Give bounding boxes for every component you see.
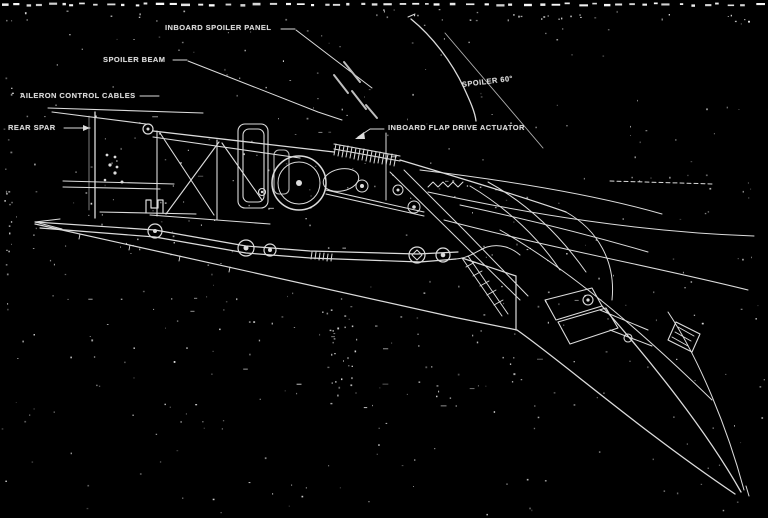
access-panels: [237, 123, 290, 209]
rivet-dots: [103, 153, 124, 184]
label-rear-spar: REAR SPAR: [8, 123, 56, 132]
cable-fan: [419, 169, 755, 401]
label-inboard-spoiler-panel: INBOARD SPOILER PANEL: [165, 23, 272, 32]
label-aileron-control-cables: AILERON CONTROL CABLES: [20, 91, 136, 100]
trailing-edge-flap: [34, 223, 518, 331]
wing-tip-structure: [516, 287, 750, 497]
leader-lines: [63, 13, 544, 201]
tip-line-rear: [601, 305, 742, 493]
spoiler-arc: [410, 18, 477, 122]
mid-truss: [389, 169, 529, 301]
label-spoiler-beam: SPOILER BEAM: [103, 55, 166, 64]
flap-drive-gear: [271, 143, 464, 217]
flex-shaft-zigzag: [427, 181, 464, 188]
label-inboard-flap-drive-actuator: INBOARD FLAP DRIVE ACTUATOR: [388, 123, 525, 132]
outboard-top-chord: [399, 159, 614, 301]
spanwise-beam: [34, 221, 521, 264]
aileron-cable-lines: [62, 180, 175, 190]
tip-line-front: [516, 329, 736, 495]
